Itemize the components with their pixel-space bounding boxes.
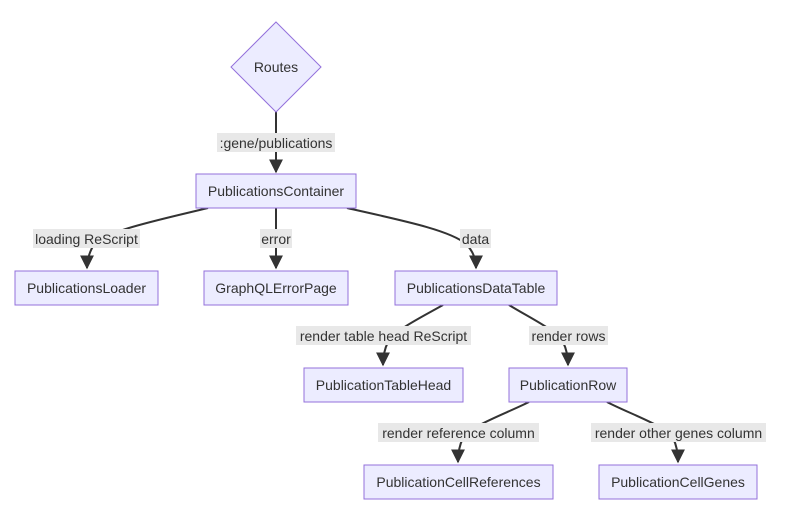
edge-label-text: data — [462, 231, 489, 247]
edge-label-routes-to-container: :gene/publications — [217, 133, 335, 152]
edge-label-row-to-references: render reference column — [378, 423, 539, 442]
node-publications-container[interactable]: PublicationsContainer — [195, 173, 357, 209]
node-label: PublicationTableHead — [316, 377, 451, 393]
node-label: PublicationsLoader — [27, 280, 146, 296]
node-graphql-error-page[interactable]: GraphQLErrorPage — [203, 270, 349, 306]
edge-label-table-to-head: render table head ReScript — [296, 326, 471, 345]
edge-label-text: render other genes column — [595, 425, 762, 441]
node-publication-row[interactable]: PublicationRow — [508, 367, 628, 403]
node-publications-data-table[interactable]: PublicationsDataTable — [394, 270, 558, 306]
edges — [80, 112, 685, 464]
edge-label-container-to-error: error — [260, 229, 292, 248]
edge-container-to-table — [346, 207, 483, 270]
edge-label-text: error — [261, 231, 291, 247]
node-label: GraphQLErrorPage — [215, 280, 337, 296]
node-label: PublicationsDataTable — [407, 280, 546, 296]
edge-label-table-to-row: render rows — [529, 326, 608, 345]
edge-labels: :gene/publications loading ReScript erro… — [33, 133, 766, 442]
edge-label-container-to-loader: loading ReScript — [33, 229, 140, 248]
node-label: PublicationCellReferences — [376, 474, 540, 490]
edge-label-container-to-table: data — [460, 229, 491, 248]
edge-label-text: render rows — [532, 328, 606, 344]
edge-label-text: :gene/publications — [220, 135, 333, 151]
node-publication-table-head[interactable]: PublicationTableHead — [303, 367, 464, 403]
node-publication-cell-references[interactable]: PublicationCellReferences — [363, 464, 554, 500]
edge-label-row-to-genes: render other genes column — [591, 423, 766, 442]
nodes: Routes PublicationsContainer Publication… — [14, 21, 758, 500]
node-publications-loader[interactable]: PublicationsLoader — [14, 270, 159, 306]
node-label: PublicationRow — [520, 377, 617, 393]
edge-label-text: loading ReScript — [35, 231, 138, 247]
node-publication-cell-genes[interactable]: PublicationCellGenes — [598, 464, 758, 500]
node-label: Routes — [254, 59, 298, 75]
node-label: PublicationCellGenes — [611, 474, 745, 490]
edge-label-text: render reference column — [382, 425, 535, 441]
edge-label-text: render table head ReScript — [300, 328, 467, 344]
node-label: PublicationsContainer — [208, 183, 345, 199]
node-routes[interactable]: Routes — [230, 21, 322, 113]
